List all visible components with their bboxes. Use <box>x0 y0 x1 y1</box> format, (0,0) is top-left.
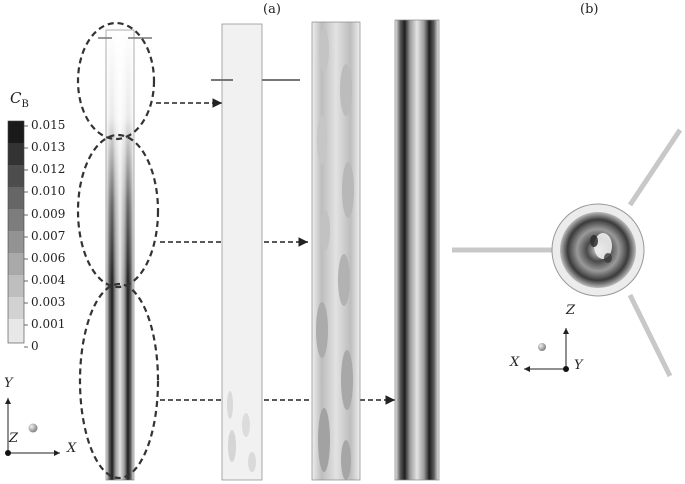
colorbar-tick: 0.013 <box>31 140 66 154</box>
colorbar-symbol: C <box>10 89 22 107</box>
colorbar-title: CB <box>10 89 29 110</box>
colorbar-tick: 0.007 <box>31 229 66 243</box>
axis-label-z-left: Z <box>9 431 19 446</box>
ellipse-middle <box>76 133 160 289</box>
axis-label-x-left: X <box>67 441 77 456</box>
colorbar-tick: 0.010 <box>31 184 66 198</box>
ellipse-top <box>76 21 156 141</box>
support-upper-right <box>627 128 683 207</box>
panel-label-a: (a) <box>263 2 281 17</box>
full-tube <box>98 29 152 481</box>
axes-triad-left <box>5 398 60 456</box>
zoom-tube-bottom <box>394 19 440 481</box>
colorbar-tick: 0.001 <box>31 317 66 331</box>
zoom-tube-middle <box>311 21 361 481</box>
colorbar-tick: 0.004 <box>31 273 66 287</box>
colorbar-subscript: B <box>21 99 29 110</box>
colorbar-tick: 0.015 <box>31 118 66 132</box>
zoom-tube-top <box>211 23 300 481</box>
axis-label-x-right: X <box>510 355 520 370</box>
axis-label-z-right: Z <box>566 303 576 318</box>
axis-label-y-right: Y <box>574 358 583 373</box>
colorbar-tick: 0 <box>31 339 39 353</box>
panel-label-b: (b) <box>580 2 599 17</box>
orientation-sphere-left <box>28 423 38 433</box>
colorbar-tick: 0.003 <box>31 295 66 309</box>
orientation-sphere-right <box>538 343 546 351</box>
axis-label-y-left: Y <box>4 376 13 391</box>
axes-triad-right <box>524 328 569 372</box>
colorbar <box>7 120 28 348</box>
colorbar-tick: 0.012 <box>31 162 66 176</box>
highlight-ellipses <box>76 21 160 480</box>
colorbar-tick: 0.006 <box>31 251 66 265</box>
colorbar-tick: 0.009 <box>31 207 66 221</box>
ellipse-bottom <box>78 282 160 480</box>
support-lower-right <box>627 293 673 378</box>
cross-section <box>452 128 683 378</box>
